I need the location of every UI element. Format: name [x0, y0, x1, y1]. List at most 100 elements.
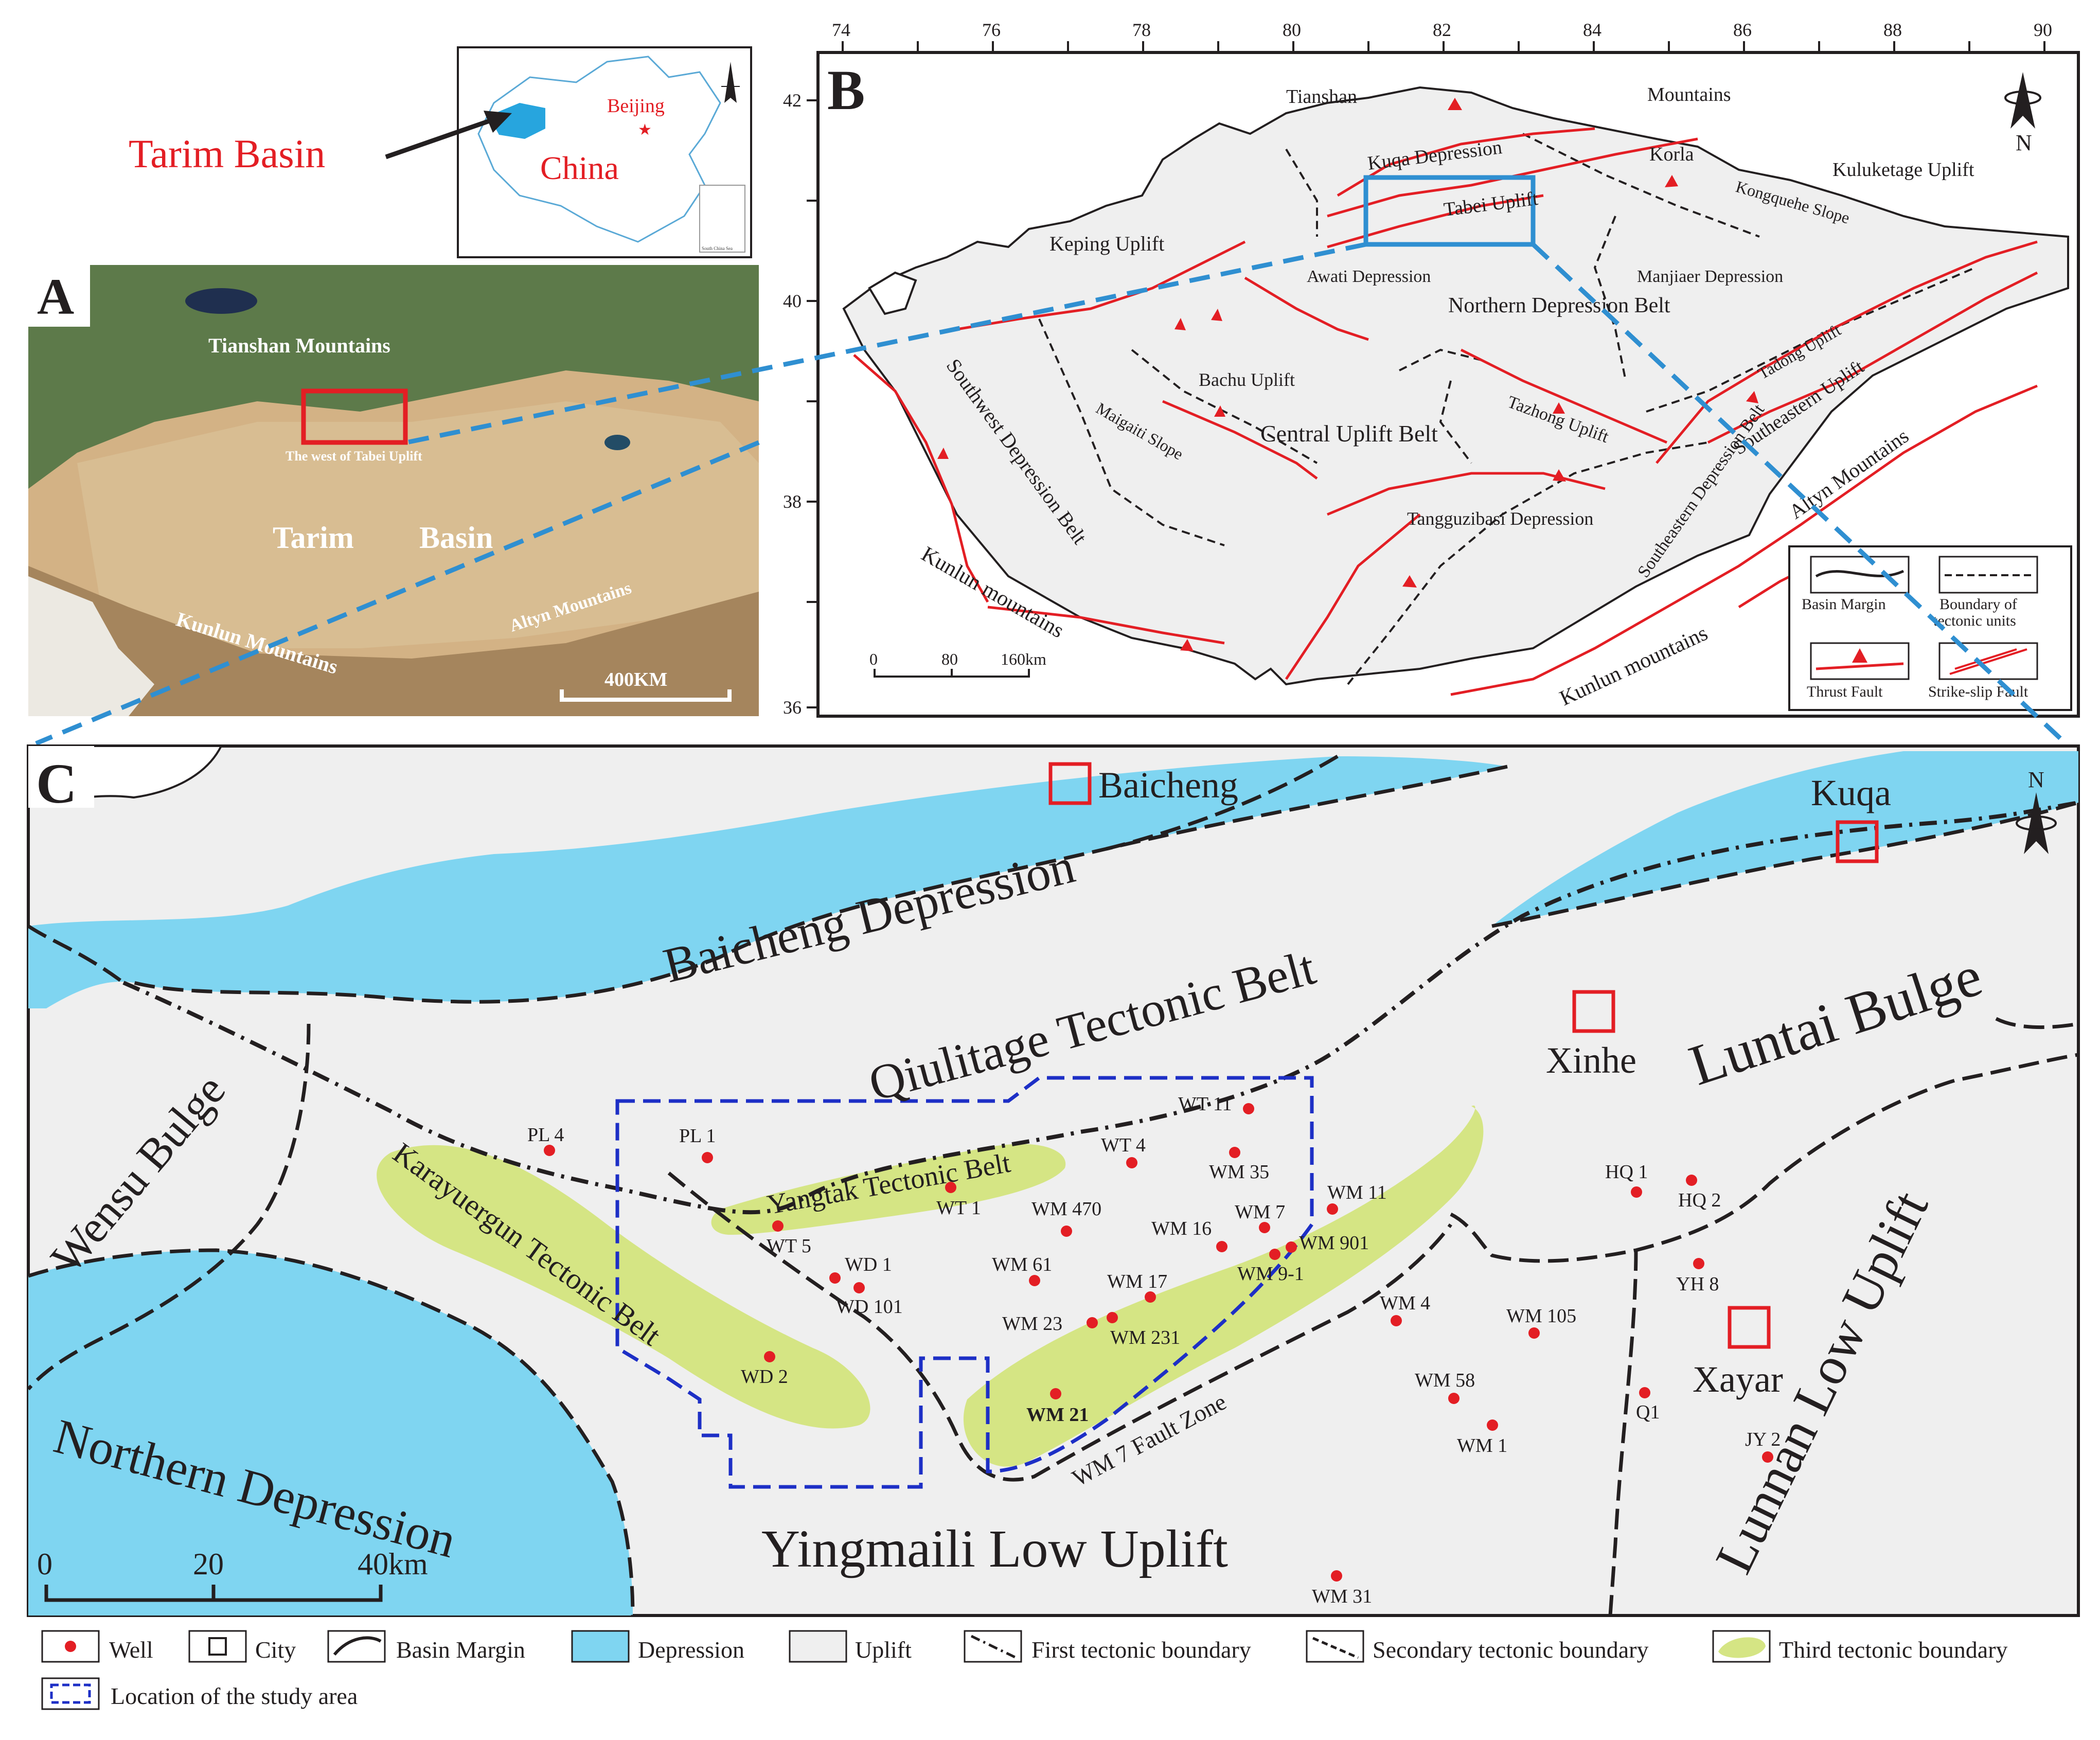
inset-north-arrow — [724, 62, 737, 103]
lat-tick-36: 36 — [783, 697, 802, 718]
well-label-wm105: WM 105 — [1506, 1305, 1576, 1327]
panel-a-label-study: The west of Tabei Uplift — [286, 449, 422, 464]
secondary-tectonic-boundaries — [27, 754, 2079, 1616]
well-dot-wm7 — [1259, 1222, 1270, 1233]
well-dot-q1 — [1639, 1387, 1650, 1398]
city-kuqa-square — [1836, 820, 1879, 863]
well-label-wm61: WM 61 — [992, 1254, 1052, 1275]
panel-c-study-map: Baicheng Kuqa Xinhe Xayar Baicheng Depre… — [27, 744, 2080, 1617]
china-location-inset: Beijing ★ China South China Sea — [457, 46, 752, 258]
legend-uplift: Uplift — [855, 1637, 912, 1663]
legend-well: Well — [109, 1637, 153, 1663]
b-label-tianshan: Tianshan — [1286, 86, 1357, 108]
well-dot-wt11 — [1243, 1103, 1254, 1114]
city-xayar-label: Xayar — [1693, 1359, 1783, 1400]
lon-tick-90: 90 — [2034, 20, 2052, 40]
well-label-wd1: WD 1 — [845, 1254, 892, 1275]
panel-b-study-area-box — [1363, 175, 1536, 247]
city-xinhe-label: Xinhe — [1546, 1040, 1636, 1081]
b-label-northern-depression-belt: Northern Depression Belt — [1448, 294, 1670, 317]
well-label-wt4: WT 4 — [1101, 1134, 1146, 1156]
c-scale-20: 20 — [193, 1547, 224, 1581]
panel-a-scale-label: 400KM — [604, 669, 667, 690]
first-tectonic-boundaries — [122, 801, 2079, 1215]
panel-b-scale-bar — [874, 669, 1030, 678]
b-label-manjiaer: Manjiaer Depression — [1637, 267, 1783, 286]
panel-b-keping-lobe — [868, 271, 917, 315]
well-label-wm4: WM 4 — [1380, 1292, 1430, 1314]
yangtak-belt — [711, 1144, 1066, 1235]
baicheng-depression — [28, 756, 1507, 1008]
panel-b-fault-arrows — [937, 98, 1758, 651]
lake-east — [604, 435, 630, 450]
well-label-q1: Q1 — [1636, 1401, 1660, 1423]
legend-study-area: Location of the study area — [111, 1683, 358, 1709]
panel-b-north-arrow: N — [2004, 72, 2041, 155]
tianshan-range — [28, 265, 759, 489]
lat-tick-38: 38 — [783, 491, 802, 512]
well-label-wd2: WD 2 — [741, 1366, 788, 1388]
legend-basin-margin: Basin Margin — [396, 1637, 525, 1663]
china-outline — [477, 56, 721, 243]
well-dot-jy2 — [1762, 1451, 1773, 1463]
c-north-label: N — [2028, 767, 2044, 792]
beijing-label: Beijing — [607, 95, 665, 117]
lat-tick-42: 42 — [783, 90, 802, 111]
panel-c-letter: C — [36, 752, 77, 815]
well-dot-wt5 — [772, 1220, 784, 1232]
well-dot-wd1 — [829, 1272, 841, 1284]
well-dot-wm91 — [1269, 1249, 1280, 1260]
lon-tick-88: 88 — [1883, 20, 1902, 40]
panel-b-lon-ticks — [842, 41, 2045, 52]
b-label-keping: Keping Uplift — [1049, 232, 1164, 255]
lon-tick-80: 80 — [1283, 20, 1301, 40]
b-label-korla: Korla — [1649, 144, 1694, 165]
b-scale-160: 160km — [1001, 650, 1046, 668]
study-area-box-a — [301, 388, 408, 445]
south-china-sea-minimap — [699, 185, 745, 253]
region-yingmaili: Yingmaili Low Uplift — [761, 1519, 1228, 1578]
wm7-belt — [963, 1105, 1484, 1467]
lon-tick-86: 86 — [1733, 20, 1752, 40]
city-markers — [1048, 762, 1879, 1349]
well-dot-yh8 — [1693, 1258, 1704, 1269]
b-legend-basin-margin: Basin Margin — [1802, 596, 1886, 613]
well-dot-hq2 — [1686, 1175, 1697, 1186]
well-labels: PL 4 PL 1 WT 11 WT 4 WM 35 HQ 1 HQ 2 WT … — [527, 1093, 1781, 1607]
well-label-pl4: PL 4 — [527, 1124, 564, 1146]
well-label-hq2: HQ 2 — [1678, 1189, 1721, 1211]
panel-a-label-tianshan: Tianshan Mountains — [208, 334, 390, 357]
kunlun-range — [28, 566, 759, 716]
well-label-jy2: JY 2 — [1745, 1429, 1781, 1450]
well-label-wt5: WT 5 — [767, 1235, 811, 1257]
b-legend-thrust: Thrust Fault — [1807, 683, 1883, 700]
well-dot-wm4 — [1391, 1315, 1402, 1326]
panel-b-lat-ticks — [807, 99, 818, 708]
panel-b-unit-boundaries — [1038, 133, 1976, 685]
city-xayar-square — [1728, 1306, 1771, 1349]
city-xinhe-square — [1572, 990, 1615, 1033]
b-north-label: N — [2016, 130, 2032, 155]
well-label-wt1: WT 1 — [936, 1197, 981, 1219]
c-scale-0: 0 — [37, 1547, 52, 1581]
well-label-wm470: WM 470 — [1031, 1198, 1101, 1220]
well-label-hq1: HQ 1 — [1605, 1161, 1648, 1183]
well-dot-wm470 — [1061, 1226, 1072, 1237]
legend-secondary-boundary: Secondary tectonic boundary — [1373, 1637, 1648, 1663]
well-label-wm17: WM 17 — [1107, 1271, 1167, 1292]
legend-depression: Depression — [638, 1637, 744, 1663]
well-dot-wm31 — [1331, 1570, 1342, 1582]
well-label-pl1: PL 1 — [679, 1125, 716, 1147]
well-markers — [544, 1103, 1773, 1582]
b-label-awati: Awati Depression — [1307, 267, 1431, 286]
panel-b-thrust-faults — [853, 127, 2038, 696]
well-dot-wm17 — [1145, 1291, 1156, 1303]
well-dot-wm901 — [1286, 1241, 1297, 1253]
well-dot-wm11 — [1327, 1203, 1338, 1215]
panel-b-basin-outline — [842, 86, 2069, 686]
lon-tick-74: 74 — [832, 20, 850, 40]
well-dot-wm105 — [1528, 1327, 1540, 1339]
well-dot-wd2 — [764, 1351, 775, 1362]
well-label-wm16: WM 16 — [1151, 1218, 1212, 1239]
